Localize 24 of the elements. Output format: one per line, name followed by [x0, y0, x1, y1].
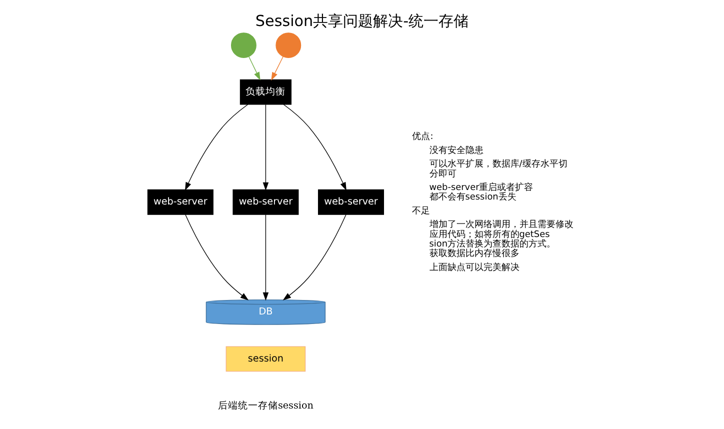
node-circle: [276, 32, 302, 58]
arrow: [262, 104, 269, 191]
node-circle: [230, 32, 256, 58]
label: 上面缺点可以完美解决: [429, 262, 520, 273]
arrow: [262, 214, 269, 301]
node-box: session: [226, 346, 306, 372]
label: 可以水平扩展，数据库/缓存水平切分即可: [429, 160, 568, 180]
node-box: 负载均衡: [240, 79, 292, 105]
arrow: [282, 214, 346, 300]
diagram-title: Session共享问题解决-统一存储: [255, 12, 469, 30]
label: 增加了一次网络调用，并且需要修改应用代码；如将所有的getSession方法替换为查数据的方式。获取数据比内存慢很多: [429, 220, 574, 260]
label: 不足: [412, 206, 430, 216]
arrow: [184, 104, 248, 191]
label: 没有安全隐患: [429, 146, 484, 156]
label: 优点:: [412, 132, 434, 142]
arrow: [283, 104, 346, 191]
arrow: [248, 56, 260, 80]
arrow: [185, 214, 249, 300]
label: web-server重启或者扩容都不会有session丢失: [429, 183, 534, 203]
caption: 后端统一存储session: [218, 400, 314, 412]
node-box: web-server: [232, 189, 299, 215]
node-box: web-server: [318, 189, 384, 215]
arrow: [271, 56, 284, 81]
node-box: web-server: [147, 189, 214, 215]
